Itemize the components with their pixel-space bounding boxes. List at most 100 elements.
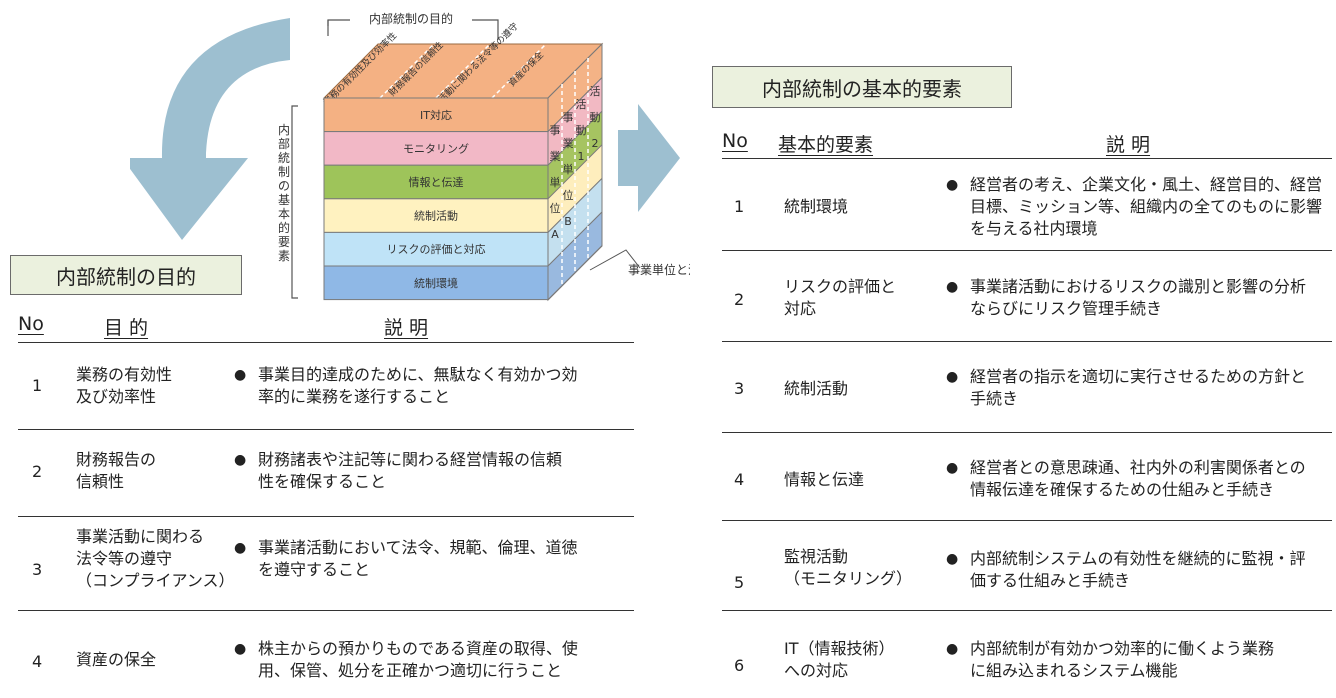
right-row-rule-3: [722, 432, 1332, 433]
left-title-box: 内部統制の目的: [10, 255, 242, 295]
left-header-item: 目 的: [104, 317, 149, 339]
svg-text:A: A: [551, 228, 559, 241]
right-title: 内部統制の基本的要素: [762, 76, 962, 101]
right-label: 事業単位と活動: [628, 262, 690, 277]
right-row-5-item: 監視活動（モニタリング）: [784, 547, 913, 588]
left-bracket-char: 統: [278, 151, 290, 165]
left-row-rule-1: [18, 429, 634, 430]
curved-arrow-shape: [130, 18, 290, 240]
left-title: 内部統制の目的: [56, 264, 196, 289]
left-bracket-char: 内: [278, 123, 290, 137]
cube-layer: [323, 231, 549, 267]
right-row-6-item: IT（情報技術）への対応: [784, 639, 895, 680]
right-title-box: 内部統制の基本的要素: [712, 66, 1012, 108]
left-header-no: No: [18, 313, 44, 335]
left-bracket-char: 素: [278, 249, 290, 263]
svg-text:単: 単: [550, 175, 561, 189]
cube-layer: [323, 265, 549, 301]
svg-text:事: 事: [550, 124, 561, 137]
left-row-rule-3: [18, 610, 634, 611]
cube-side-label: 活動 2: [590, 85, 601, 150]
right-row-2-no: 2: [734, 290, 745, 309]
left-row-1-no: 1: [32, 376, 43, 395]
right-header-item: 基本的要素: [778, 134, 874, 156]
cube-layer-label: 情報と伝達: [409, 176, 464, 189]
left-bracket-char: 的: [278, 220, 290, 235]
right-row-3-no: 3: [734, 379, 745, 398]
right-row-rule-5: [722, 610, 1332, 611]
left-row-3-no: 3: [32, 560, 43, 579]
right-row-rule-2: [722, 341, 1332, 342]
left-bracket-char: 部: [278, 136, 290, 151]
left-row-2-no: 2: [32, 462, 43, 481]
right-row-5-no: 5: [734, 573, 745, 592]
curved-down-arrow: [130, 18, 290, 240]
top-bracket-label: 内部統制の目的: [369, 11, 453, 26]
left-bracket-label: 内部統制の基本的要素: [278, 123, 290, 263]
cube-layer-label: モニタリング: [403, 141, 469, 155]
right-row-6-no: 6: [734, 656, 745, 675]
right-header-rule: [722, 158, 1332, 159]
right-row-rule-4: [722, 520, 1332, 521]
svg-text:位: 位: [563, 188, 574, 202]
svg-text:業: 業: [563, 137, 574, 150]
left-bracket-char: 基: [278, 193, 290, 207]
svg-text:2: 2: [592, 137, 599, 150]
right-row-1-item: 統制環境: [784, 197, 849, 216]
left-header-desc: 説 明: [384, 317, 429, 339]
svg-text:動: 動: [576, 123, 587, 137]
cube-layer-label: リスクの評価と対応: [387, 242, 486, 256]
left-bracket-char: の: [278, 179, 290, 193]
right-row-rule-1: [722, 250, 1332, 251]
left-bracket-char: 制: [278, 165, 290, 179]
left-bracket: [291, 105, 298, 299]
right-arrow: [618, 104, 680, 212]
left-bracket-char: 本: [278, 207, 290, 221]
cube-layer-label: 統制環境: [414, 276, 458, 290]
svg-text:位: 位: [550, 201, 561, 215]
top-bracket: 内部統制の目的: [327, 8, 499, 40]
left-bracket-char: 要: [278, 235, 290, 249]
svg-text:動: 動: [590, 110, 601, 124]
cube-layer: [323, 198, 549, 233]
right-row-4-item: 情報と伝達: [784, 470, 865, 489]
left-row-3-item: 事業活動に関わる法令等の遵守（コンプライアンス）: [76, 527, 235, 590]
left-row-1-item: 業務の有効性及び効率性: [76, 365, 173, 406]
left-row-4-desc: 株主からの預かりものである資産の取得、使用、保管、処分を正確かつ適切に行うこと: [234, 638, 578, 682]
svg-text:B: B: [564, 215, 572, 228]
svg-text:事: 事: [563, 111, 574, 124]
right-row-3-item: 統制活動: [784, 379, 849, 398]
left-row-rule-2: [18, 516, 634, 517]
svg-text:単: 単: [563, 162, 574, 176]
cube-layer: [323, 97, 549, 133]
right-row-1-no: 1: [734, 197, 745, 216]
coso-cube-diagram: 内部統制の目的 内部統制の基本的要素 業務の有効性及び効率性財務報告の信頼性事業…: [278, 8, 690, 302]
right-header-desc: 説 明: [1106, 134, 1151, 156]
left-row-4-item: 資産の保全: [76, 650, 157, 669]
left-row-2-item: 財務報告の信頼性: [76, 450, 157, 491]
cube-layer-label: IT対応: [420, 108, 452, 122]
svg-text:1: 1: [578, 150, 585, 163]
right-row-4-no: 4: [734, 470, 745, 489]
cube-layer: [323, 131, 549, 166]
right-row-2-item: リスクの評価と対応: [784, 277, 897, 318]
right-row-1-desc: 経営者の考え、企業文化・風土、経営目的、経営目標、ミッション等、組織内の全てのも…: [946, 174, 1322, 240]
svg-text:活: 活: [576, 98, 587, 111]
cube-layer-label: 統制活動: [414, 209, 458, 223]
svg-text:活: 活: [590, 85, 601, 98]
svg-text:業: 業: [550, 150, 561, 163]
cube-side-label: 活動 1: [576, 98, 587, 163]
right-header-no: No: [722, 130, 748, 152]
left-row-4-no: 4: [32, 652, 43, 671]
left-header-rule: [18, 342, 634, 343]
